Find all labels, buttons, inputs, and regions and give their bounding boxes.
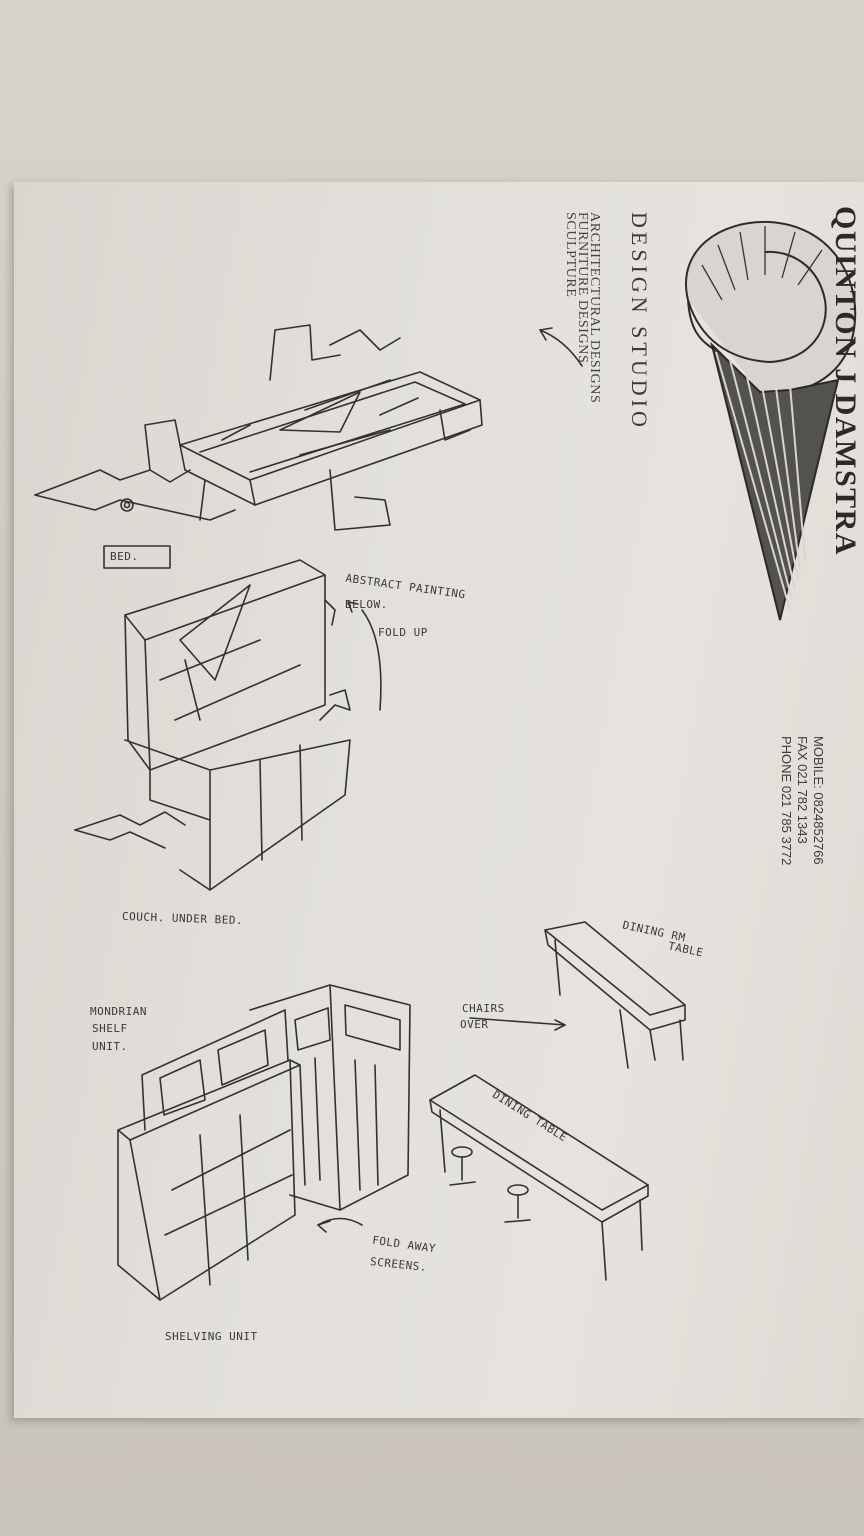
dining-table-sketch [429,1074,649,1281]
note-below: BELOW. [345,598,388,611]
note-shelf: SHELF [92,1022,128,1035]
contact-mobile: MOBILE: 0824852766 [811,736,826,865]
note-mondrian: MONDRIAN [90,1005,147,1018]
note-chairs: CHAIRS [462,1002,505,1015]
company-name: QUINTON J DAMSTRA [829,206,862,556]
note-over: OVER [460,1018,489,1031]
services-list: ARCHITECTURAL DESIGNS FURNITURE DESIGNS … [563,212,602,403]
couch-sketch [74,559,382,891]
nautilus-logo-icon [685,220,857,621]
contact-details: MOBILE: 0824852766 FAX 021 782 1343 PHON… [778,736,826,865]
note-fold-up: FOLD UP [378,626,428,639]
note-shelving-unit: SHELVING UNIT [165,1330,258,1343]
note-bed: BED. [110,550,139,563]
bed-sketch [34,324,583,569]
note-unit: UNIT. [92,1040,128,1053]
studio-name: DESIGN STUDIO [627,212,652,431]
mondrian-shelf-sketch [117,984,411,1301]
contact-phone: PHONE 021 785 3772 [779,736,794,866]
dining-room-table-sketch [469,921,686,1069]
contact-fax: FAX 021 782 1343 [795,736,810,844]
